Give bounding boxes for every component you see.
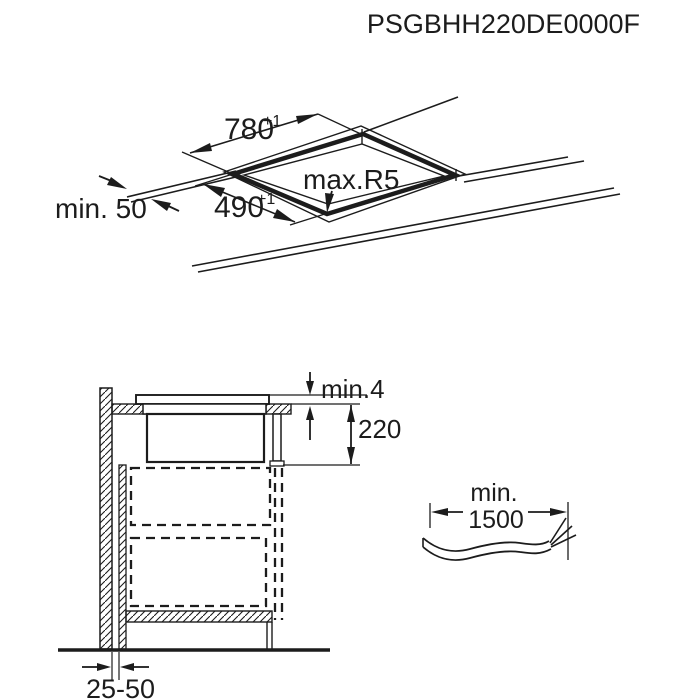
worktop-right-section bbox=[265, 403, 292, 415]
arrowhead bbox=[550, 508, 567, 516]
cable-outline-bottom bbox=[422, 546, 552, 561]
arrowhead bbox=[97, 663, 111, 671]
cable-min-label: min. bbox=[470, 479, 517, 507]
worktop-front-edge-right-inner bbox=[463, 160, 585, 183]
arrowhead bbox=[273, 209, 295, 222]
worktop-front-edge-left-outer bbox=[126, 170, 237, 198]
front-clearance-label: min. 50 bbox=[55, 193, 147, 224]
dimension-height-220: 220 bbox=[283, 405, 401, 466]
cable-length-label: 1500 bbox=[468, 506, 524, 534]
overlap-label: min.4 bbox=[321, 374, 385, 404]
dimension-overlap-min4: min.4 bbox=[269, 372, 385, 440]
arrowhead bbox=[347, 447, 355, 464]
dimension-depth-490: 490 +1 bbox=[194, 173, 329, 226]
worktop-front-edge-right-outer bbox=[458, 156, 569, 177]
cable-outline-top bbox=[422, 537, 550, 552]
cabinet-back-panel bbox=[118, 464, 127, 650]
drawer-clearance-upper bbox=[129, 466, 272, 527]
worktop-lower-band-outer bbox=[191, 187, 615, 267]
drawer-clearance-lower bbox=[129, 536, 268, 608]
arrowhead bbox=[306, 406, 314, 420]
worktop-left-section bbox=[111, 403, 146, 415]
arrowhead bbox=[151, 199, 171, 211]
cutout-inner-outline bbox=[241, 143, 447, 205]
corner-radius-label: max.R5 bbox=[303, 164, 399, 195]
side-bracket-foot bbox=[269, 460, 285, 467]
hob-glass-top bbox=[135, 394, 270, 405]
dimension-wall-gap: 25-50 bbox=[82, 652, 155, 700]
arrowhead bbox=[347, 405, 355, 422]
cable-wire-strand bbox=[549, 517, 567, 544]
arrowhead bbox=[325, 193, 334, 213]
arrowhead bbox=[296, 114, 318, 124]
depth-tolerance: +1 bbox=[257, 191, 275, 208]
height-label: 220 bbox=[358, 414, 401, 444]
depth-value: 490 bbox=[214, 191, 264, 224]
arrowhead bbox=[306, 381, 314, 395]
worktop-cutout-view: 780 +1 490 +1 max.R5 min. 50 bbox=[55, 96, 621, 273]
mains-cable-callout: min. 1500 bbox=[422, 479, 577, 561]
cable-wire-strand bbox=[550, 525, 573, 546]
width-tolerance: +1 bbox=[263, 113, 281, 130]
hob-flange bbox=[142, 403, 267, 415]
cutout-outer-outline bbox=[222, 125, 467, 223]
worktop-front-edge-left-inner bbox=[130, 175, 241, 203]
front-clearance-callout: min. 50 bbox=[55, 175, 180, 224]
arrowhead bbox=[120, 663, 134, 671]
corner-radius-callout: max.R5 bbox=[303, 164, 399, 213]
arrowhead bbox=[190, 143, 212, 153]
worktop-lower-band-inner bbox=[197, 193, 621, 273]
dimension-width-780: 780 +1 bbox=[181, 113, 364, 175]
width-value: 780 bbox=[224, 113, 274, 146]
wall-gap-label: 25-50 bbox=[86, 674, 155, 700]
cable-wire-strand bbox=[550, 534, 577, 548]
arrowhead bbox=[203, 184, 225, 197]
arrowhead bbox=[107, 177, 127, 189]
arrowhead bbox=[431, 508, 448, 516]
side-bracket bbox=[272, 413, 282, 462]
hob-body bbox=[145, 412, 266, 464]
cabinet-side-view: min.4 220 25-50 bbox=[58, 372, 401, 700]
cutout-opening bbox=[226, 131, 462, 217]
worktop-back-edge bbox=[363, 96, 459, 133]
model-code: PSGBHH220DE0000F bbox=[367, 9, 640, 39]
wall-section bbox=[99, 387, 113, 650]
cabinet-bottom-shelf bbox=[125, 610, 273, 623]
